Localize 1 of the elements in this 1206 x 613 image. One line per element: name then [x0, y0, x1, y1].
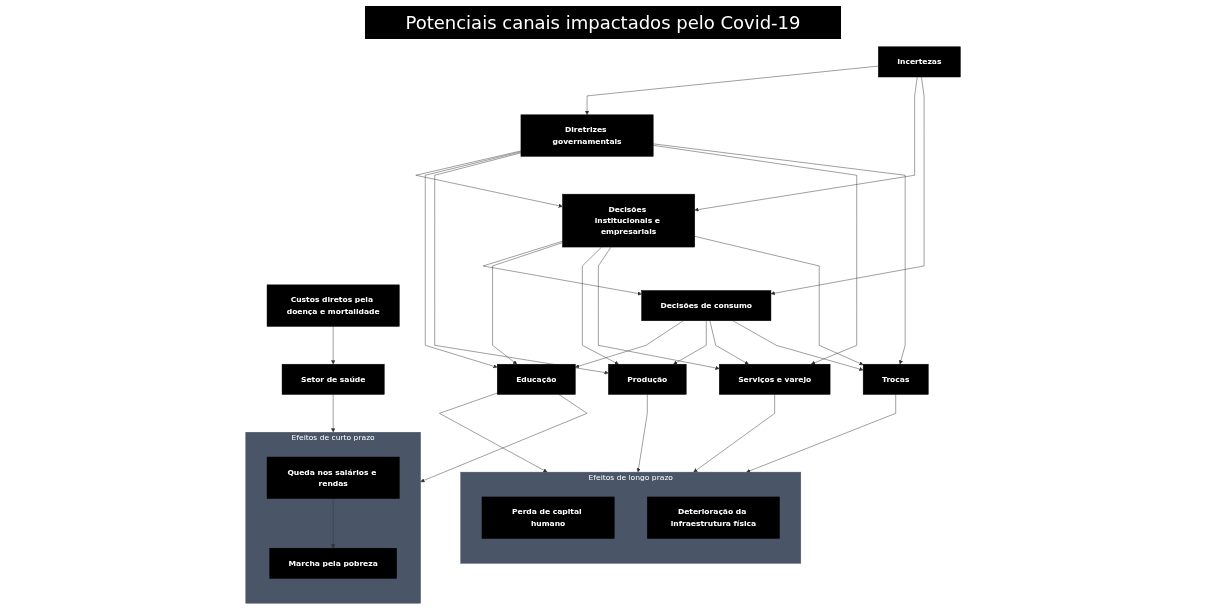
title-banner: Potenciais canais impactados pelo Covid-19: [365, 6, 841, 39]
